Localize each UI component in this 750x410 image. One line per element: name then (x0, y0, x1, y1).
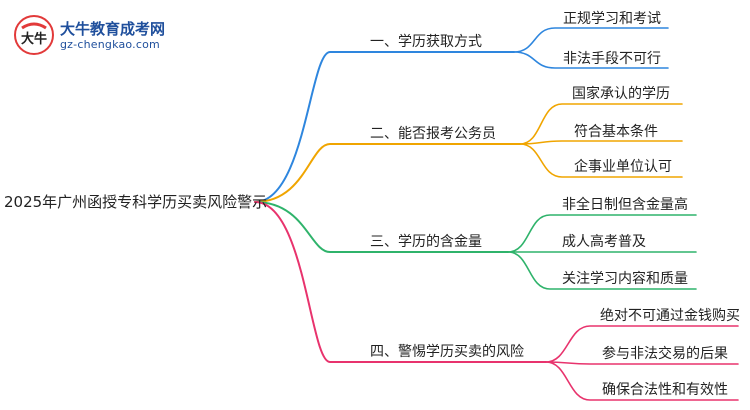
leaf-node-4-1: 绝对不可通过金钱购买 (600, 308, 740, 324)
site-logo[interactable]: 大牛 大牛教育成考网 gz-chengkao.com (12, 14, 202, 56)
branch-connector-2 (254, 143, 521, 203)
bull-logo-icon: 大牛 (14, 15, 54, 55)
leaf-connector-2-2 (519, 140, 683, 145)
leaf-connector-4-3 (545, 361, 739, 401)
branch-connector-1 (254, 51, 515, 203)
leaf-connector-2-3 (519, 143, 683, 178)
leaf-node-4-2: 参与非法交易的后果 (602, 346, 728, 362)
leaf-node-2-2: 符合基本条件 (574, 124, 658, 140)
leaf-connector-1-1 (513, 27, 669, 53)
leaf-connector-3-3 (507, 251, 697, 290)
leaf-connector-1-2 (513, 51, 669, 69)
branch-connector-3 (254, 201, 509, 253)
leaf-connector-4-2 (545, 361, 739, 365)
leaf-node-3-1: 非全日制但含金量高 (562, 197, 688, 213)
branch-connector-4 (254, 201, 547, 363)
root-node: 2025年广州函授专科学历买卖风险警示 (4, 193, 268, 211)
leaf-node-3-2: 成人高考普及 (562, 234, 646, 250)
site-logo-title: 大牛教育成考网 (60, 20, 166, 38)
leaf-node-2-1: 国家承认的学历 (572, 86, 670, 102)
leaf-node-1-1: 正规学习和考试 (563, 11, 661, 27)
branch-node-1: 一、学历获取方式 (370, 34, 482, 50)
branch-node-2: 二、能否报考公务员 (370, 126, 496, 142)
leaf-connector-3-1 (507, 214, 697, 253)
leaf-connector-2-1 (519, 103, 683, 145)
leaf-node-2-3: 企事业单位认可 (574, 159, 672, 175)
branch-node-4: 四、警惕学历买卖的风险 (370, 344, 524, 360)
leaf-node-3-3: 关注学习内容和质量 (562, 271, 688, 287)
site-logo-url: gz-chengkao.com (60, 38, 160, 51)
branch-node-3: 三、学历的含金量 (370, 234, 482, 250)
leaf-connector-4-1 (545, 325, 739, 363)
svg-text:大牛: 大牛 (21, 31, 47, 47)
leaf-node-4-3: 确保合法性和有效性 (602, 382, 728, 398)
leaf-node-1-2: 非法手段不可行 (563, 51, 661, 67)
